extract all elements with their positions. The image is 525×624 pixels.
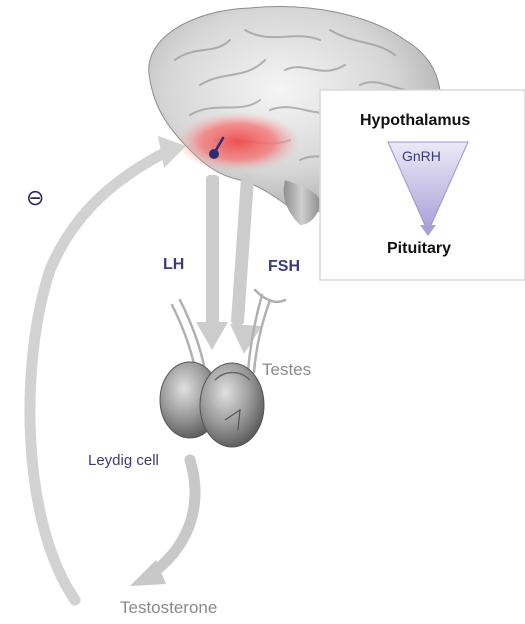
testes-illustration (160, 362, 264, 447)
testosterone-arrow (150, 460, 195, 575)
testes-label: Testes (262, 360, 311, 380)
lh-label: LH (163, 256, 184, 274)
lh-arrow (196, 175, 228, 350)
leydig-cell-label: Leydig cell (88, 452, 159, 469)
hypothalamus-label: Hypothalamus (360, 112, 470, 130)
fsh-arrow (230, 175, 262, 354)
inhibition-symbol: ⊖ (26, 185, 44, 211)
hypothalamus-highlight (176, 112, 300, 172)
gnrh-label: GnRH (402, 148, 441, 164)
pituitary-label: Pituitary (387, 240, 451, 258)
fsh-label: FSH (268, 258, 300, 276)
negative-feedback-arrow (30, 150, 170, 600)
testosterone-label: Testosterone (120, 598, 217, 618)
